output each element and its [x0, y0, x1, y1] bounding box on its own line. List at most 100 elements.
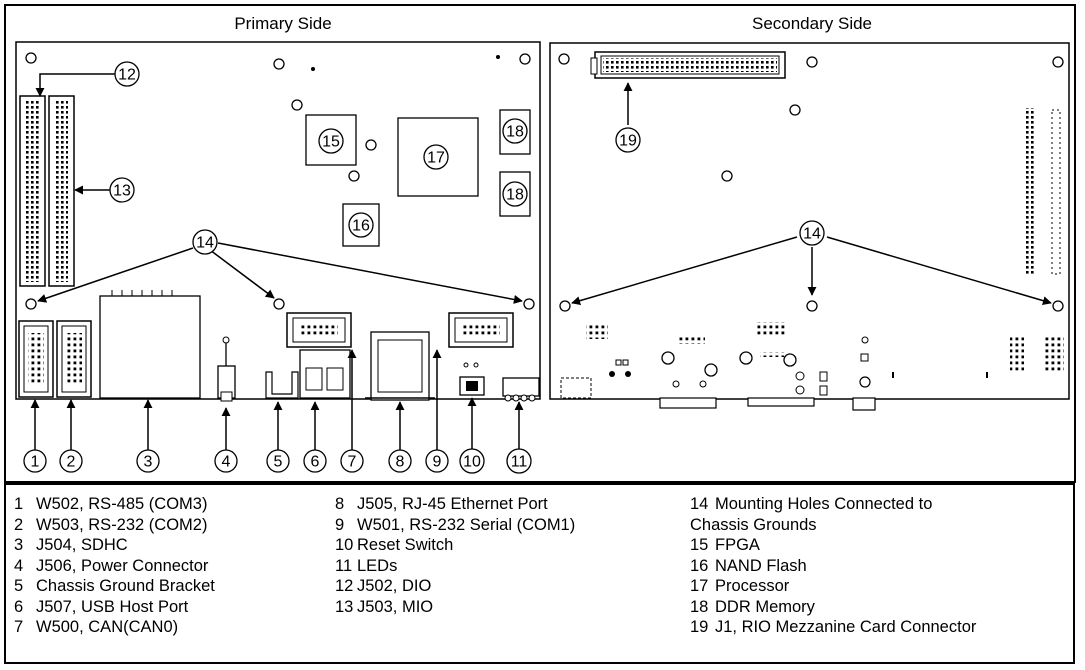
mounting-hole: [806, 56, 818, 68]
j1-rio-mezzanine-connector: [590, 51, 786, 79]
mounting-hole: [273, 58, 285, 70]
svg-text:12: 12: [118, 67, 136, 84]
secondary-side-title: Secondary Side: [752, 14, 872, 33]
svg-text:19: 19: [619, 133, 637, 150]
svg-text:8: 8: [396, 454, 405, 471]
mounting-hole: [523, 298, 535, 310]
chassis-ground-bracket: [265, 371, 299, 399]
callout-9: 9: [425, 449, 449, 473]
svg-text:6: 6: [311, 454, 320, 471]
mounting-hole: [25, 298, 37, 310]
callout-6: 6: [303, 449, 327, 473]
svg-text:16: 16: [352, 218, 370, 235]
board-diagram: Primary Side Secondary Side: [4, 4, 1076, 483]
callout-16: 16: [348, 212, 374, 238]
callout-8: 8: [388, 449, 412, 473]
legend-item-continuation: Chassis Grounds: [690, 515, 817, 534]
svg-text:10: 10: [463, 454, 481, 471]
callout-17: 17: [423, 144, 449, 170]
callout-13: 13: [109, 177, 135, 203]
svg-text:14: 14: [196, 235, 214, 252]
svg-text:17: 17: [427, 150, 445, 167]
w503-rs232-header: [56, 320, 92, 398]
j503-mio-header: [48, 95, 75, 287]
mounting-hole: [1052, 300, 1064, 312]
primary-board: [15, 41, 541, 402]
reset-switch: [459, 362, 485, 396]
svg-text:5: 5: [274, 454, 283, 471]
mounting-hole: [806, 300, 818, 312]
svg-text:1: 1: [31, 454, 40, 471]
callout-7: 7: [340, 449, 364, 473]
j507-usb-host-port: [299, 349, 351, 399]
mounting-hole: [519, 53, 531, 65]
diagram-frame: [4, 4, 1076, 483]
svg-text:14: 14: [803, 226, 821, 243]
callout-15: 15: [318, 128, 344, 154]
mounting-hole: [789, 104, 801, 116]
mounting-hole: [25, 52, 37, 64]
svg-text:13: 13: [113, 183, 131, 200]
mounting-hole: [558, 53, 570, 65]
svg-text:18: 18: [506, 187, 524, 204]
mounting-hole: [365, 139, 377, 151]
j506-power-connector: [217, 336, 236, 402]
svg-text:7: 7: [348, 454, 357, 471]
svg-text:4: 4: [222, 454, 231, 471]
w501-rs232-header: [448, 312, 514, 348]
callout-18a: 18: [502, 118, 528, 144]
w502-rs485-header: [18, 320, 54, 398]
j504-sdhc-slot: [99, 290, 201, 399]
callout-11: 11: [506, 448, 532, 474]
callout-14-primary: 14: [192, 229, 218, 255]
callout-12: 12: [114, 61, 140, 87]
mounting-hole: [559, 300, 571, 312]
j505-rj45-ethernet-port: [365, 331, 435, 401]
callout-2: 2: [59, 449, 83, 473]
callout-1: 1: [23, 449, 47, 473]
callout-5: 5: [266, 449, 290, 473]
mounting-hole: [273, 298, 285, 310]
mounting-hole: [291, 99, 303, 111]
svg-text:15: 15: [322, 134, 340, 151]
primary-side-title: Primary Side: [234, 14, 331, 33]
mounting-hole: [1052, 56, 1064, 68]
j502-dio-header: [19, 95, 46, 287]
callouts: 1 2 3 4 5 6 7 8 9 10 11 12 13 14 15 16 1…: [23, 61, 825, 474]
leds: [502, 377, 540, 402]
callout-14-secondary: 14: [799, 220, 825, 246]
callout-4: 4: [214, 449, 238, 473]
svg-text:3: 3: [144, 454, 153, 471]
svg-text:2: 2: [67, 454, 76, 471]
callout-18b: 18: [502, 181, 528, 207]
svg-text:11: 11: [511, 454, 528, 471]
svg-text:18: 18: [506, 124, 524, 141]
callout-19: 19: [615, 127, 641, 153]
callout-10: 10: [459, 448, 485, 474]
mounting-hole: [721, 170, 733, 182]
mounting-hole: [348, 170, 360, 182]
callout-arrows: [30, 73, 1052, 450]
